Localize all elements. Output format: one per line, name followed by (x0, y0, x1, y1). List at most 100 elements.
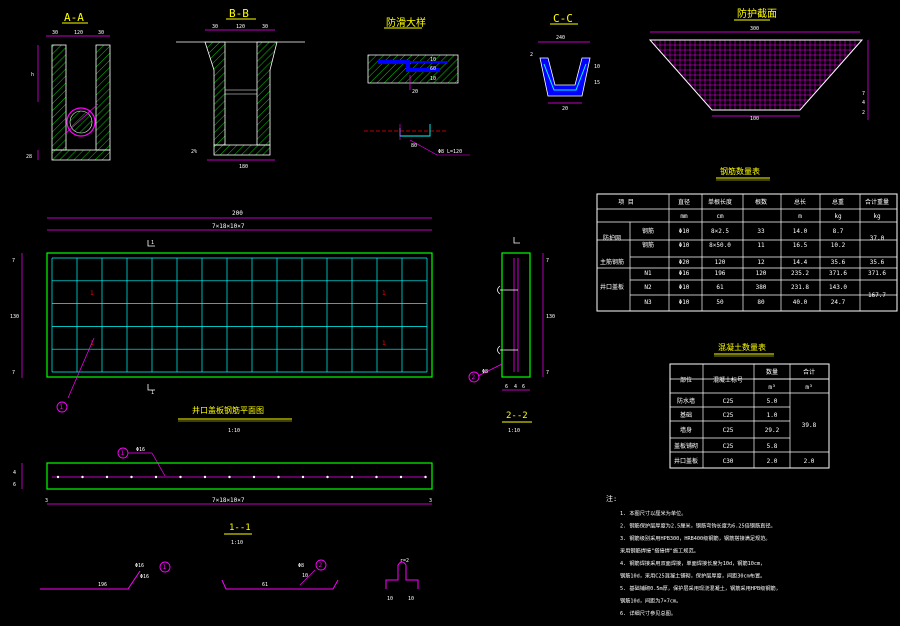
elevation-bottom-dim: 7×18×10×7 (212, 497, 245, 504)
view-joint-dim-4: 20 (412, 89, 418, 95)
note-line: 采用钢筋焊接"搭接焊"施工规范。 (620, 547, 699, 555)
section-2-2: 7 130 7 2 Φ8 6 4 6 2--2 1:10 (468, 237, 555, 434)
elevation-cut-mark-1: 3 (45, 498, 48, 504)
concrete-table-cell: C25 (723, 412, 734, 419)
bar-detail-2-label: Φ8 (298, 563, 304, 569)
elevation-bar-dot (350, 475, 354, 479)
rebar-table-header: 单根长度 (708, 198, 732, 206)
view-c-c-title: C-C (553, 12, 573, 25)
concrete-table-cell: C25 (723, 427, 734, 434)
plan-view: 200 7×18×10×7 1 7 130 7 1 1 1 1 1 1 井口盖板… (10, 210, 433, 434)
concrete-table-unit: m³ (805, 384, 812, 391)
section-2-2-dim-1: 6 (505, 384, 508, 390)
plan-scale: 1:10 (228, 428, 240, 434)
view-joint-detail: 防滑大样 10 60 10 20 80 Φ8 L=120 (364, 16, 470, 156)
rebar-table-cell: 14.0 (793, 228, 808, 235)
rebar-table-cell: 120 (715, 259, 726, 266)
rebar-table-cell: 井口盖板 (600, 283, 624, 291)
plan-mark-2: 1 (90, 340, 94, 347)
elevation-cut-mark-2: 3 (429, 498, 432, 504)
rebar-table-frame (596, 193, 898, 312)
concrete-table-unit: m³ (768, 384, 775, 391)
rebar-table-cell: 61 (716, 284, 724, 291)
elevation-bar-dot (81, 475, 84, 479)
rebar-table-header: 总长 (794, 198, 806, 206)
plan-cut-top: 1 (151, 240, 154, 246)
rebar-table-cell: 380 (756, 284, 767, 291)
plan-left-dim-1: 7 (12, 258, 15, 264)
bar-detail-1: 196 Φ16 Φ16 1 (40, 561, 171, 590)
view-c-c: C-C 240 2 10 15 20 (530, 12, 600, 112)
view-trap-right-dim-1: 7 (862, 91, 865, 97)
notes: 注: 1. 本图尺寸以厘米为单位。2. 钢筋保护层厚度为2.5厘米，钢筋弯钩长度… (606, 494, 781, 617)
rebar-table-cell: 24.7 (831, 299, 846, 306)
rebar-table-cell: 35.6 (831, 259, 846, 266)
elevation-left-dim-1: 4 (13, 470, 16, 476)
rebar-table-unit: cm (716, 213, 724, 220)
rebar-table-cell: 33 (757, 228, 765, 235)
rebar-table-cell: 防护网 (603, 234, 621, 242)
concrete-table-cell: C30 (723, 458, 734, 465)
view-c-c-dim-4: 15 (594, 80, 600, 86)
rebar-table-cell: 8.7 (833, 228, 844, 235)
elevation-1-1: 1 Φ16 4 6 3 7×18×10×7 3 1--1 1:10 (13, 447, 433, 546)
plan-left-dim-2: 7 (12, 370, 15, 376)
rebar-table-cell: 主筋钢筋 (600, 258, 624, 266)
rebar-table-cell: N1 (644, 270, 652, 277)
bar-detail-2: Φ8 61 10 2 (221, 559, 339, 590)
view-a-a-dim-2: 120 (74, 30, 83, 36)
view-joint-dim-1: 10 (430, 57, 436, 63)
view-a-a: A-A 30 120 30 h 28 (26, 11, 111, 161)
concrete-table-cell: 墙身 (680, 426, 692, 434)
elevation-bar-dot (326, 475, 329, 479)
concrete-table-header: 混凝土标号 (713, 376, 743, 384)
bar-detail-1-len: 196 (98, 582, 107, 588)
view-b-b-left-mark: 2% (191, 149, 197, 155)
elevation-left-dim-2: 6 (13, 482, 16, 488)
view-c-c-dim-2: 2 (530, 52, 533, 58)
rebar-table-cell: 14.4 (793, 259, 808, 266)
note-line: 6. 详细尺寸参见总图。 (620, 609, 676, 617)
concrete-table-title: 混凝土数量表 (718, 342, 766, 352)
rebar-table-header: 根数 (755, 198, 767, 206)
view-b-b: B-B 30 120 30 2% 180 (176, 7, 305, 170)
rebar-table-cell: 10.2 (831, 242, 846, 249)
view-c-c-dim-5: 20 (562, 106, 568, 112)
rebar-table-header: 总重 (832, 198, 844, 206)
note-line: 5. 基础铺砌0.5m厚，保护层采用现浇混凝土，钢筋采用HPB级钢筋， (620, 584, 781, 592)
rebar-table-title: 钢筋数量表 (720, 166, 760, 176)
rebar-table-cell: 16.5 (793, 242, 808, 249)
concrete-table-cell: 2.0 (804, 458, 815, 465)
view-trap-top-dim: 300 (750, 26, 759, 32)
bar-detail-1-label: Φ16 (135, 563, 144, 569)
view-trap-title: 防护截面 (737, 7, 777, 20)
rebar-table-header: 合计重量 (865, 198, 889, 206)
rebar-table-cell: 35.6 (870, 259, 885, 266)
rebar-table-cell: 37.0 (870, 235, 885, 242)
concrete-table-cell: 基础 (680, 411, 692, 419)
bar-detail-2-num: 2 (319, 562, 323, 569)
rebar-table-cell: 40.0 (793, 299, 808, 306)
elevation-callout: Φ16 (136, 447, 145, 453)
plan-top-dim-1: 200 (232, 210, 243, 217)
rebar-table-cell: 12 (757, 259, 765, 266)
rebar-table-header: 直径 (678, 198, 690, 206)
concrete-table-cell: 5.8 (767, 443, 778, 450)
plan-cut-bottom: 1 (151, 390, 154, 396)
elevation-bar-dot (277, 475, 280, 479)
section-2-2-scale: 1:10 (508, 428, 520, 434)
elevation-bar-dot (130, 475, 133, 479)
section-2-2-right-dim-2: 130 (546, 314, 555, 320)
notes-heading: 注: (606, 494, 617, 503)
view-a-a-bottom-dim: 28 (26, 154, 32, 160)
view-a-a-dim-1: 30 (52, 30, 58, 36)
elevation-title: 1--1 (229, 523, 251, 533)
plan-mark-4: 1 (382, 340, 386, 347)
view-joint-dim-5: 80 (411, 143, 417, 149)
plan-side-dim: 130 (10, 314, 19, 320)
rebar-table-cell: Φ20 (679, 259, 690, 266)
concrete-table-cell: C25 (723, 398, 734, 405)
